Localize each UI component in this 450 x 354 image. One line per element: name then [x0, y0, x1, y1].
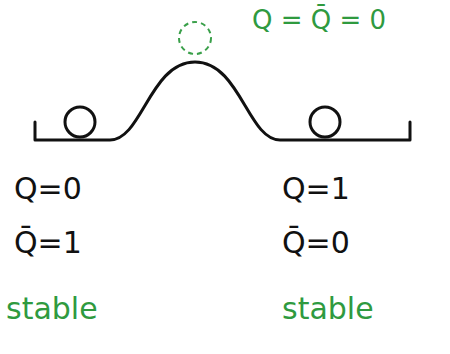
unstable-ball — [179, 22, 211, 54]
state-label: Q=1 — [282, 172, 350, 205]
potential-curve — [35, 62, 410, 140]
stability-note: stable — [282, 292, 374, 325]
state-label: Q̄=1 — [14, 226, 82, 259]
stable-ball — [310, 107, 340, 137]
stability-note: stable — [6, 292, 98, 325]
stable-ball — [65, 107, 95, 137]
state-label: Q̄=0 — [282, 226, 350, 259]
state-label: Q=0 — [14, 172, 82, 205]
unstable-state-label: Q = Q̄ = 0 — [252, 6, 386, 35]
